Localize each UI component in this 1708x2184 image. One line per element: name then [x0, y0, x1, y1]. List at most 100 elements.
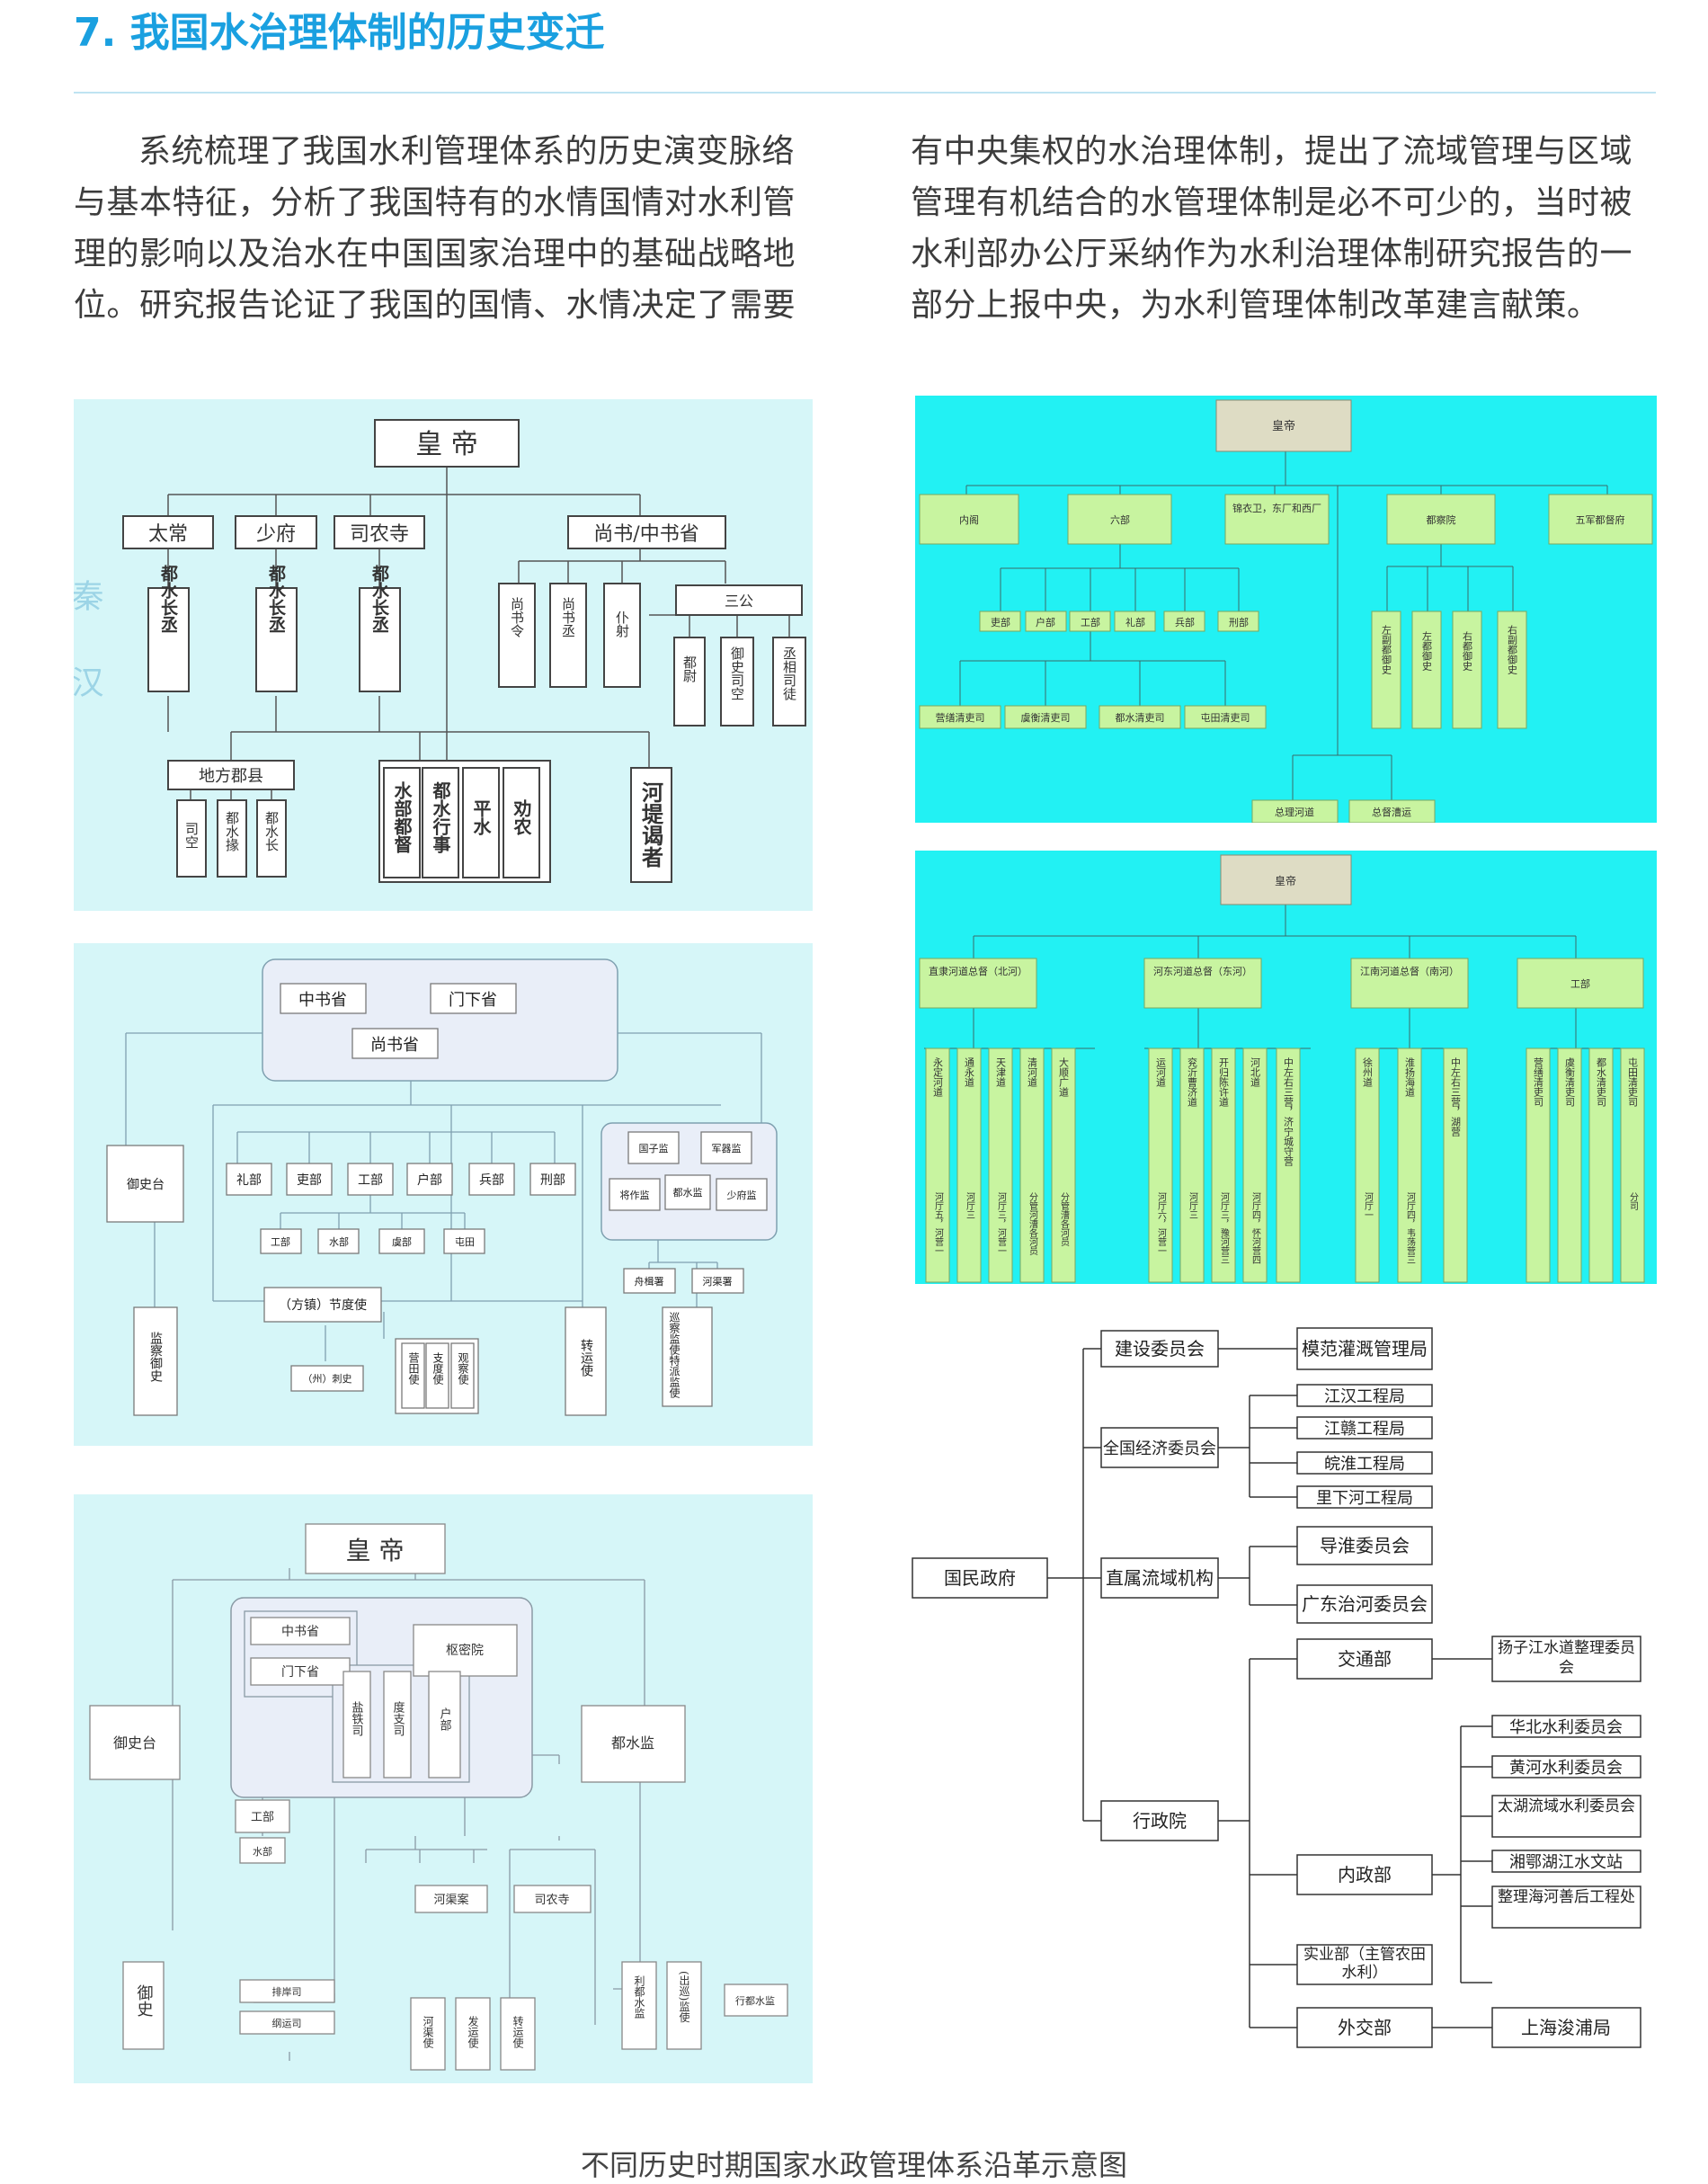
chart-qin-han: 皇 帝 太常 少府 司农寺 尚书/中书省 三公 地方郡县 都水长丞 都水长丞 都…: [74, 399, 813, 911]
chart-republic: 国民政府 建设委员会 全国经济委员会 直属流域机构 行政院 模范灌溉管理局 江汉…: [908, 1317, 1663, 2081]
box-label: 纲运司: [272, 2018, 302, 2029]
box-label: 导淮委员会: [1320, 1535, 1410, 1556]
box-label: 水部: [329, 1235, 349, 1248]
box-label: 刑部: [1229, 616, 1249, 628]
chart-tang: 中书省 门下省 尚书省 御史台 礼部 吏部 工部 户部 兵部 刑部 （方镇）节度…: [74, 943, 813, 1446]
box-label: 江汉工程局: [1324, 1387, 1405, 1406]
vertical-label: 利都水监: [633, 1975, 645, 2019]
vertical-label: 徐州道: [1362, 1056, 1374, 1087]
vertical-label: 水部都督: [391, 781, 413, 854]
text-line: 水利部办公厅采纳作为水利治理体制研究报告的一: [911, 236, 1633, 272]
vertical-label: 御史: [135, 1984, 154, 2017]
qing-column: [1355, 1047, 1380, 1283]
box-label: 军器监: [712, 1143, 742, 1154]
figure-caption: 不同历史时期国家水政管理体系沿革示意图: [580, 2148, 1127, 2182]
vertical-label: 都水长: [263, 811, 280, 851]
box-label: 门下省: [281, 1665, 319, 1680]
section-title: 7. 我国水治理体制的历史变迁: [74, 10, 605, 56]
box-label: 虞衡清吏司: [1021, 711, 1071, 724]
box-label: 水部: [253, 1845, 272, 1858]
dept-label: 司农寺: [350, 523, 409, 546]
vertical-label: 左都御史: [1421, 631, 1433, 672]
box-label: 广东治河委员会: [1302, 1593, 1428, 1615]
box-label: 模范灌溉管理局: [1302, 1338, 1428, 1359]
box-label: 户部: [417, 1172, 442, 1188]
qing-column: [1526, 1047, 1551, 1283]
vertical-label: 河厅五，河营一: [933, 1192, 944, 1255]
vertical-label: 清河道: [1027, 1057, 1038, 1087]
box-label: 尚书省: [370, 1036, 419, 1055]
dept-label: 太常: [148, 523, 188, 546]
box-label: 黄河水利委员会: [1509, 1759, 1623, 1778]
qing-column: [1620, 1047, 1645, 1283]
qing-column: [1019, 1047, 1045, 1283]
box-label: 太湖流域水利委员会: [1498, 1797, 1635, 1815]
vertical-label: 虞衡清吏司: [1564, 1056, 1576, 1107]
dept-label: 尚书/中书省: [593, 523, 698, 546]
local-label: 地方郡县: [199, 767, 263, 786]
box-label: 总督漕运: [1372, 806, 1411, 818]
box-label: 将作监: [620, 1190, 650, 1201]
vertical-label: 司空: [183, 822, 200, 849]
vertical-label: 河厅三，豫河营三: [1219, 1192, 1230, 1264]
vertical-label: 河厅三，河营一: [996, 1192, 1007, 1255]
vertical-label: 都水掾: [224, 811, 240, 851]
vertical-label: 都水长丞: [158, 565, 179, 633]
box-label: 内阁: [959, 513, 979, 526]
vertical-label: 尚书令: [509, 597, 525, 637]
box-label: 中书省: [298, 991, 347, 1010]
box-label: 吏部: [297, 1173, 322, 1188]
vertical-label: 河堤谒者: [638, 781, 664, 868]
body-text-right: 有中央集权的水治理体制，提出了流域管理与区域 管理有机结合的水管理体制是必不可少…: [911, 126, 1657, 331]
box-label: 门下省: [449, 991, 497, 1010]
vertical-label: 都水清吏司: [1596, 1057, 1607, 1107]
qing-column: [1276, 1047, 1301, 1283]
box-label: 全国经济委员会: [1103, 1440, 1216, 1458]
box-label: 工部: [251, 1811, 274, 1824]
vertical-label: 劝农: [511, 799, 532, 836]
box-label: 河渠署: [703, 1276, 733, 1288]
qing-column: [1211, 1047, 1236, 1283]
title-divider: [74, 92, 1656, 94]
vertical-label: 永定河道: [932, 1056, 944, 1097]
vertical-label: 都尉: [681, 655, 698, 682]
box-label: 河渠案: [433, 1894, 468, 1907]
box-label: 总理河道: [1275, 806, 1314, 818]
vertical-label: 右副都御史: [1507, 624, 1518, 675]
box-label: 都水监: [611, 1734, 654, 1752]
box-label: 礼部: [1125, 616, 1145, 628]
box-label: 里下河工程局: [1316, 1489, 1413, 1508]
vertical-label: 河厅四，韦荡营三: [1405, 1192, 1416, 1264]
box-label: 吏部: [991, 616, 1010, 628]
root-label: 国民政府: [944, 1567, 1016, 1589]
vertical-label: 兖沂曹济道: [1187, 1056, 1198, 1107]
chart-ming: 皇帝 内阁 六部 都察院 五军都督府 吏部 户部 工部 礼部 兵部 刑部 营缮清…: [915, 396, 1657, 823]
box-label: 都水监: [673, 1187, 703, 1199]
vertical-label: 通永道: [964, 1057, 975, 1087]
box-label: （州）刺史: [303, 1373, 352, 1385]
box-label: 都水清吏司: [1116, 712, 1165, 724]
vertical-label: 都水长丞: [369, 565, 390, 633]
vertical-label: 中左右三营，济宁城守营: [1283, 1057, 1294, 1167]
qing-column: [1397, 1047, 1422, 1283]
vertical-label: 营缮清吏司: [1533, 1056, 1544, 1107]
vertical-label: 大顺广道: [1058, 1056, 1070, 1097]
box-label: （方镇）节度使: [279, 1297, 367, 1313]
qing-column: [956, 1047, 982, 1283]
box-label: 行政院: [1133, 1810, 1187, 1832]
box-label: 江赣工程局: [1324, 1420, 1405, 1439]
box-label: 御史台: [113, 1734, 156, 1752]
box-label: 工部: [1081, 616, 1100, 628]
box-label: 皇帝: [1272, 419, 1295, 433]
box-label: 营缮清吏司: [936, 711, 985, 724]
box-label: 御史台: [127, 1178, 165, 1192]
dept-label: 少府: [256, 523, 296, 546]
box-label: 司农寺: [534, 1894, 569, 1907]
vertical-label: 尚书丞: [560, 597, 576, 637]
qing-column: [988, 1047, 1013, 1283]
text-line: 系统梳理了我国水利管理体系的历史演变脉络: [138, 133, 796, 170]
box-label: 直隶河道总督（北河）: [929, 966, 1027, 977]
vertical-label: 支度使: [431, 1352, 444, 1386]
vertical-label: 河渠使: [422, 2016, 434, 2049]
box-label: 内政部: [1338, 1864, 1392, 1885]
